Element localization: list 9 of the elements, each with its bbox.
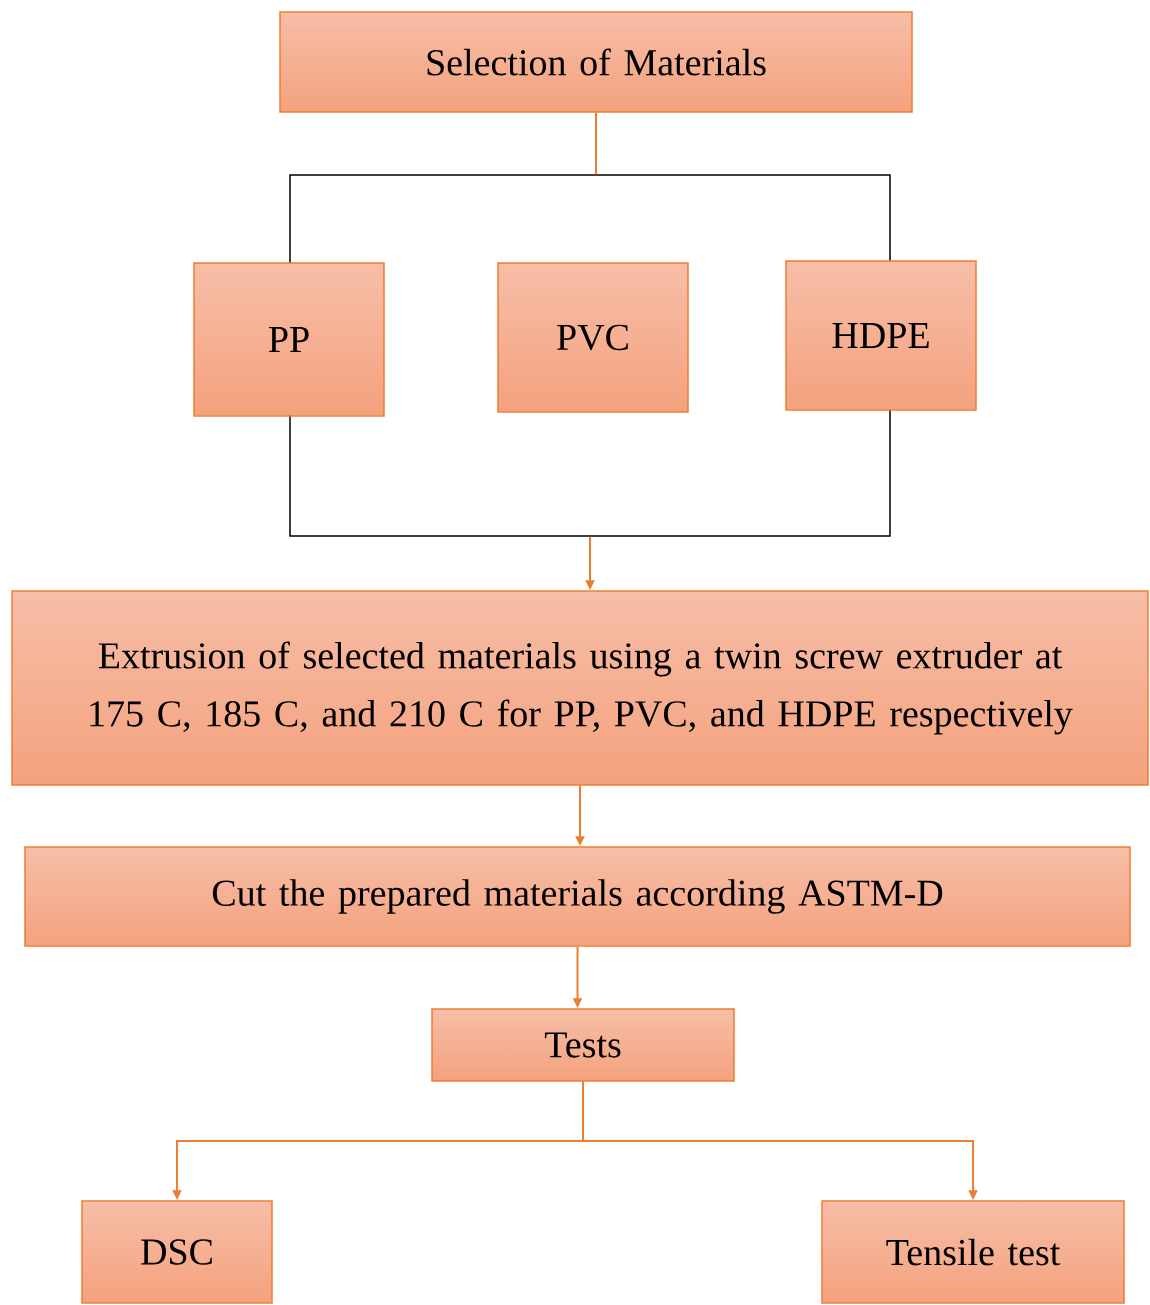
process-box: Selection of Materials xyxy=(279,11,913,113)
material-box: HDPE xyxy=(785,260,977,411)
process-box: Tests xyxy=(431,1008,735,1082)
material-box: PVC xyxy=(497,262,689,413)
process-box: Extrusion of selected materials using a twin screw extruder at 175 C, 185 C, and 210 C for PP, PVC, and HDPE respectively xyxy=(11,590,1149,786)
test-box: DSC xyxy=(81,1200,273,1304)
process-box: Cut the prepared materials according ASTM-D xyxy=(24,846,1131,947)
material-box: PP xyxy=(193,262,385,417)
test-box: Tensile test xyxy=(821,1200,1125,1304)
